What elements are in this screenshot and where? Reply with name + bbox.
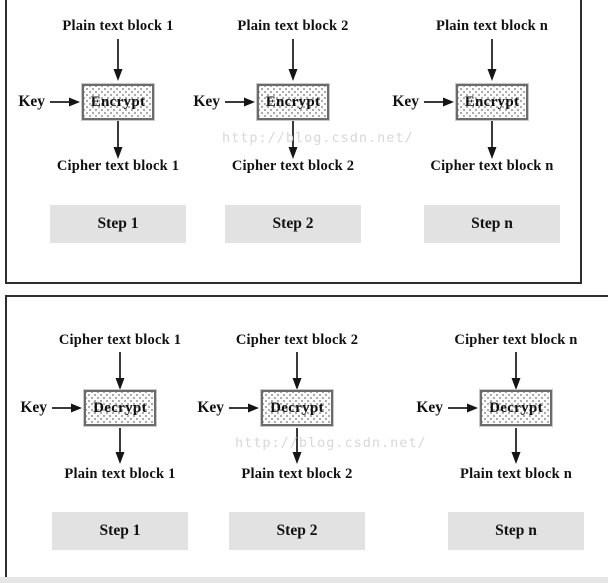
step-badge: Step 1 <box>52 512 188 550</box>
key-input-group: Key <box>20 399 82 417</box>
right-arrow-icon <box>424 97 454 107</box>
bottom-divider-strip <box>0 577 608 583</box>
output-label: Cipher text block n <box>430 158 554 174</box>
down-arrow-icon <box>113 121 123 159</box>
output-label: Plain text block 2 <box>241 466 353 482</box>
key-and-box-row: Key Encrypt <box>18 83 218 121</box>
key-input-group: Key <box>197 399 259 417</box>
key-label: Key <box>416 399 443 416</box>
output-label: Plain text block n <box>460 466 572 482</box>
key-input-group: Key <box>18 93 80 111</box>
down-arrow-icon <box>288 121 298 159</box>
input-label: Cipher text block n <box>454 332 578 348</box>
output-label: Cipher text block 1 <box>56 158 180 174</box>
encrypt-box: Encrypt <box>81 83 155 121</box>
key-label: Key <box>197 399 224 416</box>
right-arrow-icon <box>225 97 255 107</box>
encrypt-box: Encrypt <box>256 83 330 121</box>
right-arrow-icon <box>448 403 478 413</box>
right-arrow-icon <box>52 403 82 413</box>
down-arrow-icon <box>487 121 497 159</box>
key-input-group: Key <box>416 399 478 417</box>
key-and-box-row: Key Encrypt <box>392 83 592 121</box>
step-badge: Step 2 <box>229 512 365 550</box>
key-and-box-row: Key Decrypt <box>197 389 397 427</box>
down-arrow-icon <box>292 428 302 464</box>
output-label: Plain text block 1 <box>64 466 176 482</box>
decrypt-box: Decrypt <box>479 389 553 427</box>
key-label: Key <box>20 399 47 416</box>
encryption-step-1-column: Plain text block 1 Key Encrypt Cipher te… <box>18 0 218 282</box>
key-label: Key <box>18 93 45 110</box>
decryption-step-1-column: Cipher text block 1 Key Decrypt Plain te… <box>20 297 220 578</box>
key-label: Key <box>392 93 419 110</box>
input-label: Cipher text block 1 <box>58 332 182 348</box>
down-arrow-icon <box>487 39 497 81</box>
right-arrow-icon <box>229 403 259 413</box>
step-badge: Step 1 <box>50 205 186 243</box>
down-arrow-icon <box>115 352 125 390</box>
down-arrow-icon <box>288 39 298 81</box>
encrypt-box: Encrypt <box>455 83 529 121</box>
key-input-group: Key <box>392 93 454 111</box>
key-label: Key <box>193 93 220 110</box>
down-arrow-icon <box>115 428 125 464</box>
encryption-panel: Plain text block 1 Key Encrypt Cipher te… <box>5 0 582 284</box>
step-badge: Step n <box>424 205 560 243</box>
input-label: Plain text block n <box>436 18 548 34</box>
right-arrow-icon <box>50 97 80 107</box>
step-badge: Step 2 <box>225 205 361 243</box>
encryption-step-2-column: Plain text block 2 Key Encrypt Cipher te… <box>193 0 393 282</box>
decrypt-box: Decrypt <box>260 389 334 427</box>
encryption-step-n-column: Plain text block n Key Encrypt Cipher te… <box>392 0 592 282</box>
step-badge: Step n <box>448 512 584 550</box>
input-label: Cipher text block 2 <box>235 332 359 348</box>
down-arrow-icon <box>292 352 302 390</box>
key-and-box-row: Key Decrypt <box>20 389 220 427</box>
key-input-group: Key <box>193 93 255 111</box>
key-and-box-row: Key Encrypt <box>193 83 393 121</box>
decryption-step-2-column: Cipher text block 2 Key Decrypt Plain te… <box>197 297 397 578</box>
down-arrow-icon <box>113 39 123 81</box>
down-arrow-icon <box>511 352 521 390</box>
decryption-step-n-column: Cipher text block n Key Decrypt Plain te… <box>416 297 608 578</box>
input-label: Plain text block 2 <box>237 18 349 34</box>
key-and-box-row: Key Decrypt <box>416 389 608 427</box>
input-label: Plain text block 1 <box>62 18 174 34</box>
decryption-panel: Cipher text block 1 Key Decrypt Plain te… <box>5 295 608 578</box>
decrypt-box: Decrypt <box>83 389 157 427</box>
down-arrow-icon <box>511 428 521 464</box>
output-label: Cipher text block 2 <box>231 158 355 174</box>
